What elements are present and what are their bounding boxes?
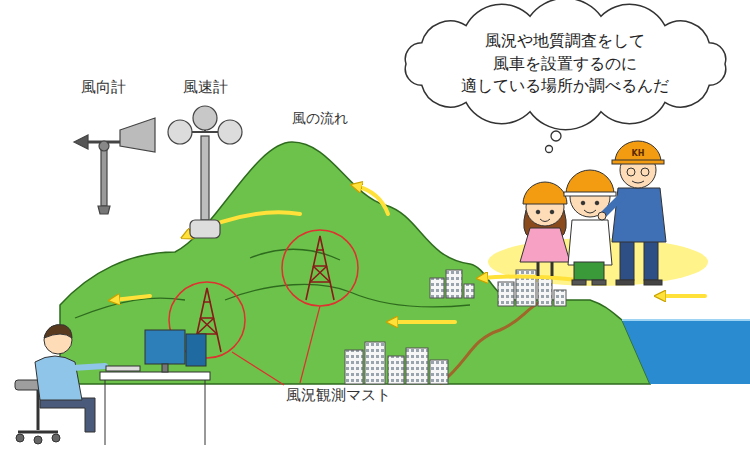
city (345, 342, 448, 384)
instrument-label: 風向計 (81, 78, 126, 96)
speech-text: 風況や地質調査をして 風車を設置するのに 適している場所か調べるんだ (455, 30, 675, 97)
boy-figure (564, 170, 616, 285)
engineer-figure (598, 141, 666, 285)
mast-label: 風況観測マスト (286, 386, 391, 404)
ridge-lines (75, 249, 470, 318)
sea-line (622, 319, 750, 321)
instrument-label: 風速計 (183, 78, 228, 96)
operator-figure (15, 325, 210, 445)
road (440, 302, 540, 384)
wind-vane (74, 118, 155, 214)
girl-figure (520, 182, 570, 276)
mast (282, 230, 358, 306)
sea (622, 320, 750, 384)
speech-cloud: 風況や地質調査をして 風車を設置するのに 適している場所か調べるんだ (393, 2, 738, 126)
cloud-tail (546, 131, 562, 153)
text-wrap: 風況や地質調査をして 風車を設置するのに 適している場所か調べるんだ (455, 30, 675, 97)
helmet-mark: KH (632, 149, 645, 159)
leader-lines (232, 306, 320, 385)
city (430, 270, 474, 298)
anemometer (168, 106, 242, 238)
cloud-path (405, 0, 725, 130)
flow-label: 風の流れ (292, 110, 348, 127)
